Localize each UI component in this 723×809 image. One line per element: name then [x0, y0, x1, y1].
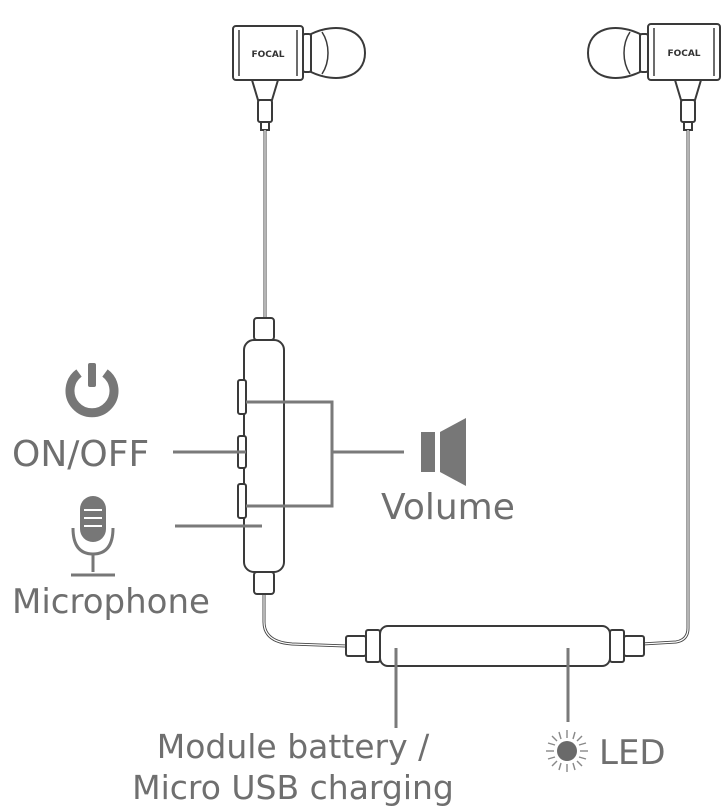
remote-body [243, 339, 285, 573]
microphone-icon [71, 496, 115, 577]
right-earbud: FOCAL [586, 23, 721, 131]
volume-up-key [237, 379, 247, 415]
right-ear-tip [586, 27, 641, 79]
battery-module-body [379, 625, 611, 667]
power-icon [65, 363, 119, 418]
volume-bracket [246, 400, 334, 508]
remote-control [237, 317, 285, 595]
volume-label: Volume [381, 487, 515, 528]
leader-lines [173, 400, 570, 728]
right-earbud-brand: FOCAL [667, 49, 700, 59]
cables [262, 130, 690, 648]
speaker-icon [421, 418, 466, 486]
led-label: LED [599, 733, 666, 773]
led-icon [546, 730, 588, 772]
microphone-label: Microphone [12, 582, 210, 622]
volume-down-key [237, 483, 247, 519]
module-battery-label: Module battery / [157, 727, 430, 766]
left-earbud: FOCAL [232, 25, 367, 131]
left-ear-tip [310, 27, 367, 79]
battery-module [345, 625, 645, 667]
on-off-label: ON/OFF [12, 434, 149, 475]
micro-usb-label: Micro USB charging [132, 768, 454, 807]
left-earbud-brand: FOCAL [251, 50, 284, 60]
